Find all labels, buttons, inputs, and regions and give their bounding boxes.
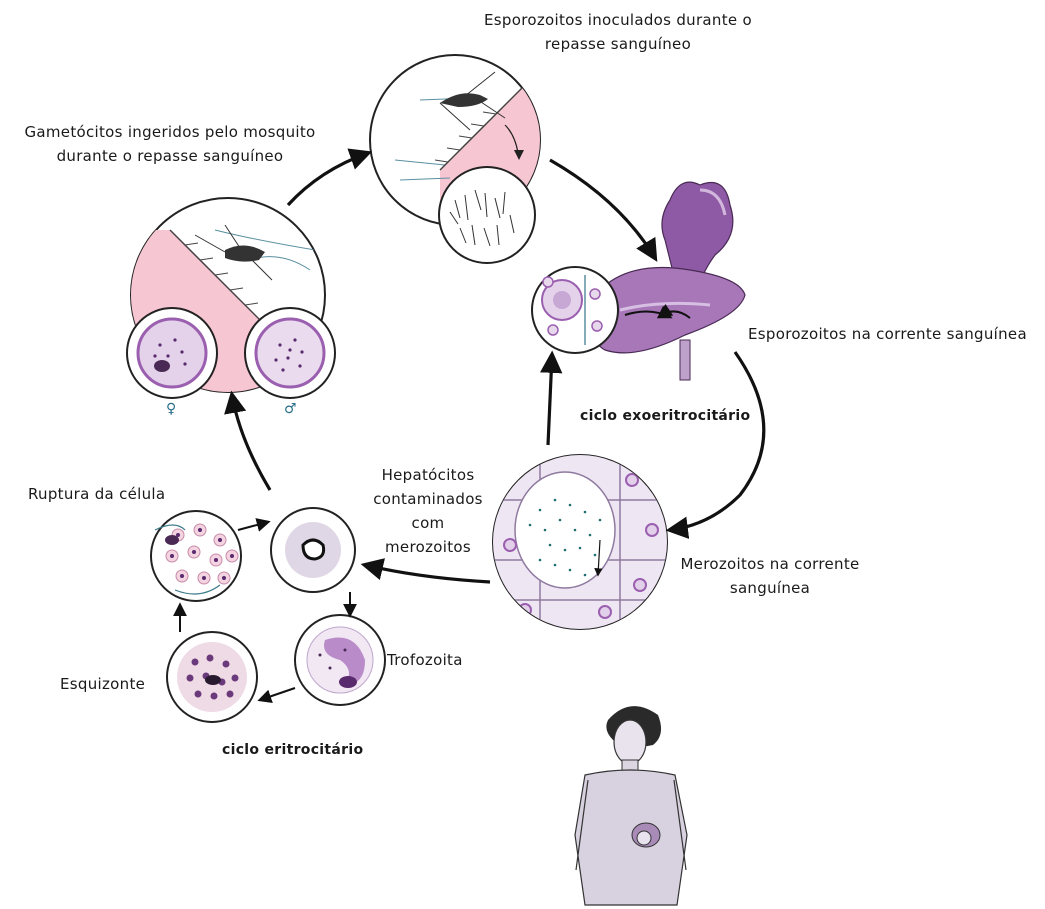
hepatocyte-circle <box>493 455 667 629</box>
label-merozoites-bloodstream: Merozoitos na corrente sanguínea <box>670 552 870 600</box>
label-cell-rupture: Ruptura da célula <box>28 482 165 506</box>
label-schizont: Esquizonte <box>60 672 145 696</box>
male-symbol: ♂ <box>284 397 297 421</box>
label-gametocytes-ingested: Gametócitos ingeridos pelo mosquito dura… <box>0 120 340 168</box>
label-exoerythrocytic-cycle: ciclo exoeritrocitário <box>580 404 750 428</box>
trophozoite-cell <box>295 615 385 705</box>
schizont-cell <box>167 632 257 722</box>
ruptured-cell <box>151 511 241 601</box>
ring-stage-cell <box>271 508 355 592</box>
female-symbol: ♀ <box>166 397 177 421</box>
label-trophozoite: Trofozoita <box>387 648 463 672</box>
label-erythrocytic-cycle: ciclo eritrocitário <box>222 738 363 762</box>
label-sporozoites-inoculated: Esporozoitos inoculados durante o repass… <box>458 8 778 56</box>
label-sporozoites-bloodstream: Esporozoitos na corrente sanguínea <box>748 322 1043 346</box>
liver-cell-circle <box>532 267 618 353</box>
label-infected-hepatocytes: Hepatócitos contaminados com merozoitos <box>368 463 488 559</box>
